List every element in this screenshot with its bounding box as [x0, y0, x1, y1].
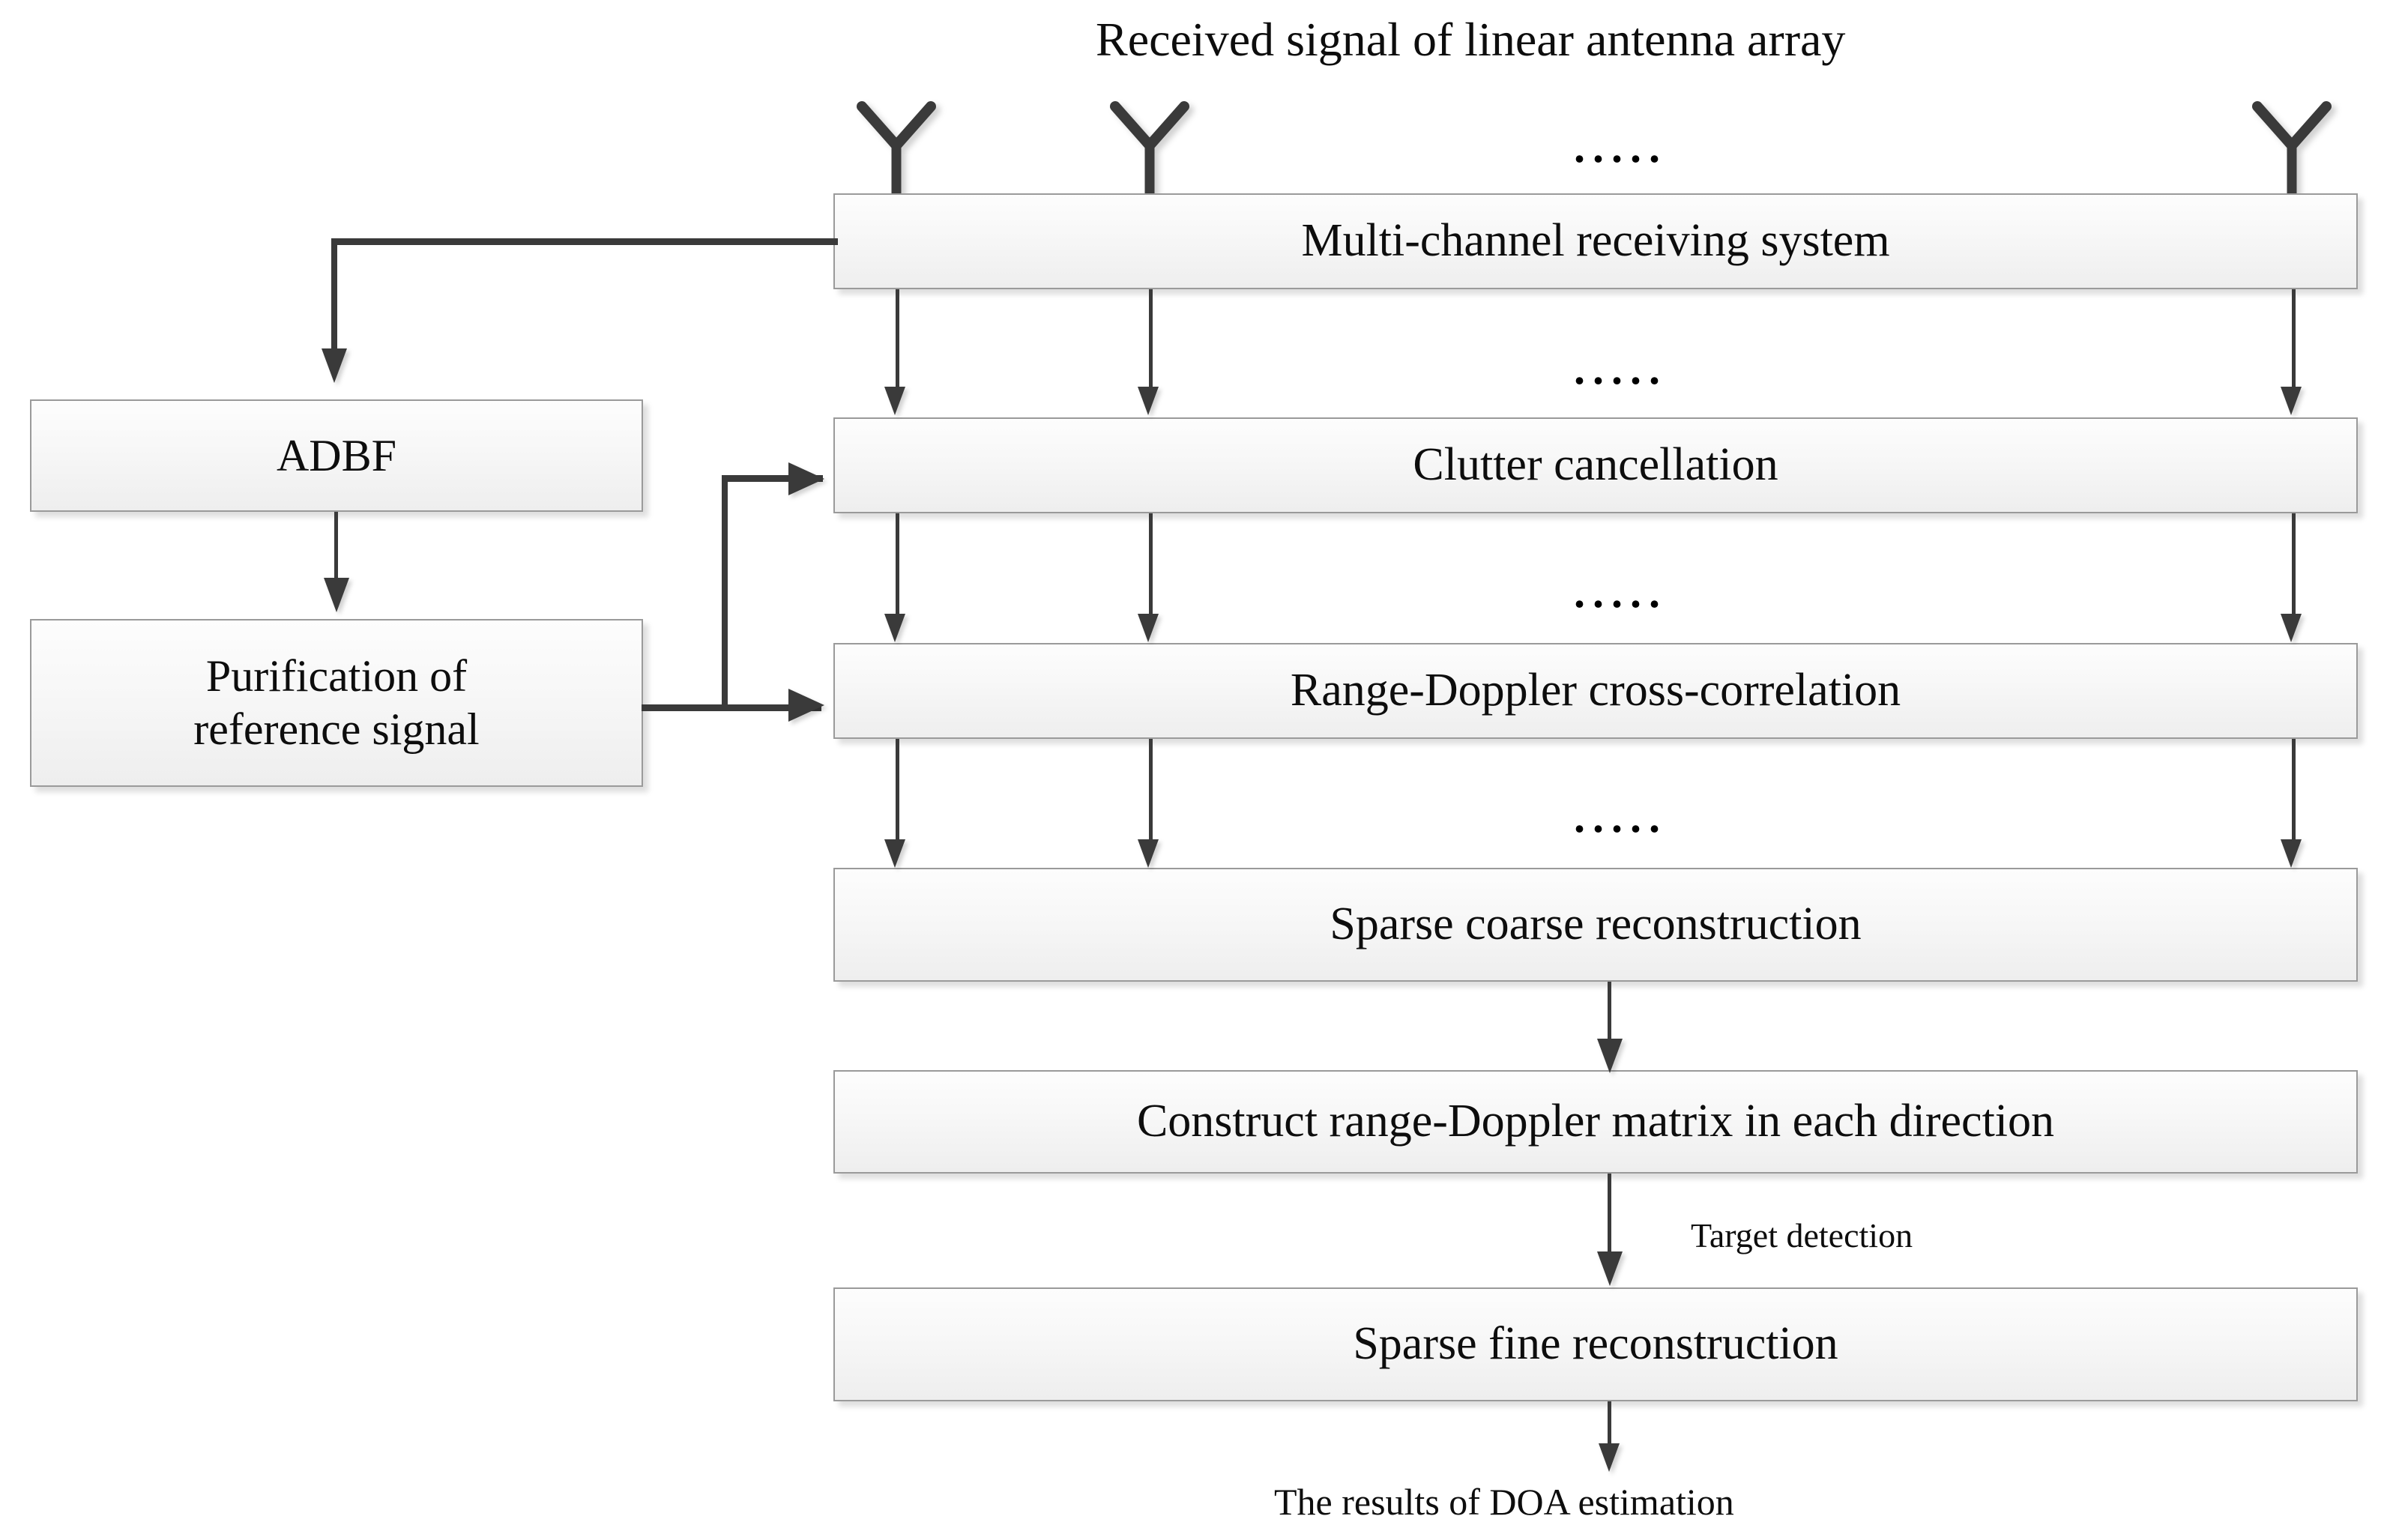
- connector-line: [2292, 289, 2296, 387]
- box-range-doppler-cross-correlation[interactable]: Range-Doppler cross-correlation: [833, 643, 2358, 739]
- arrowhead-down: [884, 614, 905, 642]
- antenna-icon: [1110, 101, 1189, 196]
- connector-line: [1149, 289, 1153, 387]
- arrowhead-down: [1597, 1039, 1623, 1073]
- arrowhead-right: [788, 689, 824, 722]
- arrowhead-down: [2281, 614, 2302, 642]
- box-construct-range-doppler-matrix[interactable]: Construct range-Doppler matrix in each d…: [833, 1070, 2358, 1174]
- connector-line: [2292, 513, 2296, 614]
- box-sparse-coarse-reconstruction[interactable]: Sparse coarse reconstruction: [833, 868, 2358, 982]
- arrowhead-down: [884, 387, 905, 415]
- arrowhead-down: [1138, 387, 1159, 415]
- arrowhead-right: [788, 462, 824, 495]
- edge-label-target-detection: Target detection: [1691, 1216, 1913, 1254]
- connector-line: [334, 512, 338, 579]
- connector-line: [2292, 739, 2296, 839]
- box-multi-channel-receiving-system[interactable]: Multi-channel receiving system: [833, 193, 2358, 289]
- arrowhead-down: [1138, 614, 1159, 642]
- connector-line: [1149, 513, 1153, 614]
- arrowhead-down: [322, 348, 347, 383]
- connector-line: [642, 704, 821, 711]
- arrowhead-down: [1597, 1251, 1623, 1286]
- ellipsis-row-1: .....: [1574, 344, 1668, 393]
- connector-line: [896, 513, 899, 614]
- connector-line: [722, 475, 728, 707]
- arrowhead-down: [1138, 839, 1159, 868]
- box-sparse-fine-reconstruction[interactable]: Sparse fine reconstruction: [833, 1287, 2358, 1401]
- connector-line: [896, 739, 899, 839]
- ellipsis-antenna-row: .....: [1574, 122, 1668, 172]
- ellipsis-row-3: .....: [1574, 792, 1668, 842]
- arrowhead-down: [2281, 387, 2302, 415]
- connector-line: [722, 475, 823, 482]
- connector-line: [1608, 982, 1611, 1040]
- connector-line: [1608, 1401, 1611, 1443]
- antenna-icon: [857, 101, 936, 196]
- connector-line: [1149, 739, 1153, 839]
- box-adbf[interactable]: ADBF: [30, 399, 643, 512]
- arrowhead-down: [2281, 839, 2302, 868]
- box-clutter-cancellation[interactable]: Clutter cancellation: [833, 417, 2358, 513]
- box-purification-of-reference-signal[interactable]: Purification of reference signal: [30, 619, 643, 787]
- output-label-doa-estimation: The results of DOA estimation: [1274, 1481, 1734, 1523]
- connector-line: [331, 238, 337, 351]
- connector-line: [331, 238, 838, 245]
- arrowhead-down: [1599, 1443, 1620, 1472]
- arrowhead-down: [884, 839, 905, 868]
- ellipsis-row-2: .....: [1574, 567, 1668, 617]
- antenna-icon: [2252, 101, 2332, 196]
- page-title: Received signal of linear antenna array: [1096, 13, 1846, 66]
- connector-line: [1608, 1174, 1611, 1251]
- arrowhead-down: [324, 578, 349, 612]
- connector-line: [896, 289, 899, 387]
